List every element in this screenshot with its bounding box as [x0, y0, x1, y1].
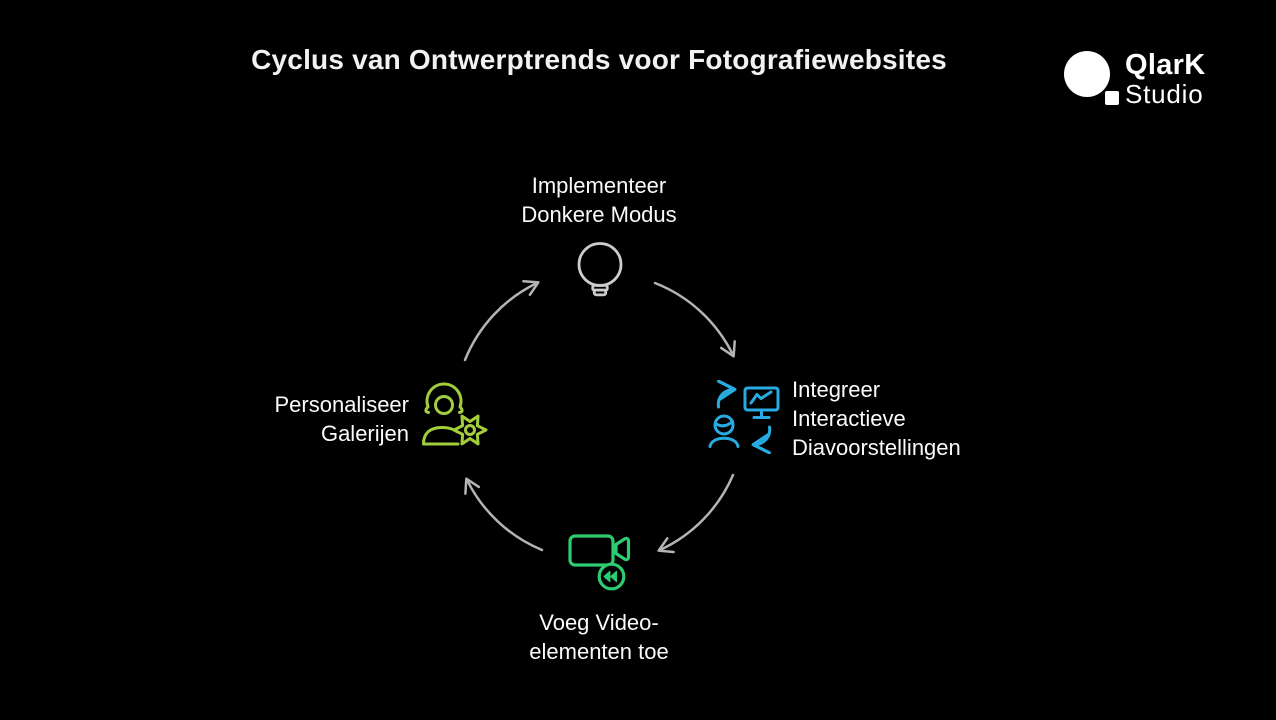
node-label-line: Galerijen [320, 421, 409, 446]
cycle-arrow-left-to-top [463, 279, 540, 362]
node-dark-mode-label: Implementeer Donkere Modus [0, 171, 1198, 229]
node-label-line: Interactieve [792, 406, 906, 431]
cycle-arrow-bottom-to-left [464, 477, 544, 552]
node-label-line: Integreer [792, 377, 881, 402]
node-label-line: Diavoorstellingen [792, 435, 961, 460]
logo-brand-name: QlarK [1125, 49, 1206, 81]
cycle-arrow-right-to-bottom [657, 473, 735, 554]
cycle-arrow-top-to-right [653, 281, 736, 358]
logo-square-shape [1105, 91, 1119, 105]
page-title: Cyclus van Ontwerptrends voor Fotografie… [251, 44, 947, 75]
lightbulb-icon [577, 242, 623, 297]
node-video-label: Voeg Video- elementen toe [0, 608, 1198, 666]
interactive-slideshow-icon [708, 380, 780, 454]
logo-text: QlarK Studio [1125, 49, 1206, 109]
logo: QlarK Studio [1064, 49, 1224, 111]
logo-brand-sub: Studio [1125, 79, 1204, 109]
video-camera-rewind-icon [568, 534, 631, 591]
node-label-line: elementen toe [529, 639, 669, 664]
person-gear-icon [422, 382, 488, 446]
node-label-line: Personaliseer [274, 392, 409, 417]
node-slideshows-label: Integreer Interactieve Diavoorstellingen [792, 375, 961, 462]
node-label-line: Voeg Video- [539, 610, 659, 635]
node-label-line: Donkere Modus [521, 202, 677, 227]
logo-mark-icon [1064, 49, 1126, 111]
node-galleries-label: Personaliseer Galerijen [274, 390, 409, 448]
logo-circle-shape [1064, 51, 1110, 97]
node-label-line: Implementeer [531, 173, 667, 198]
